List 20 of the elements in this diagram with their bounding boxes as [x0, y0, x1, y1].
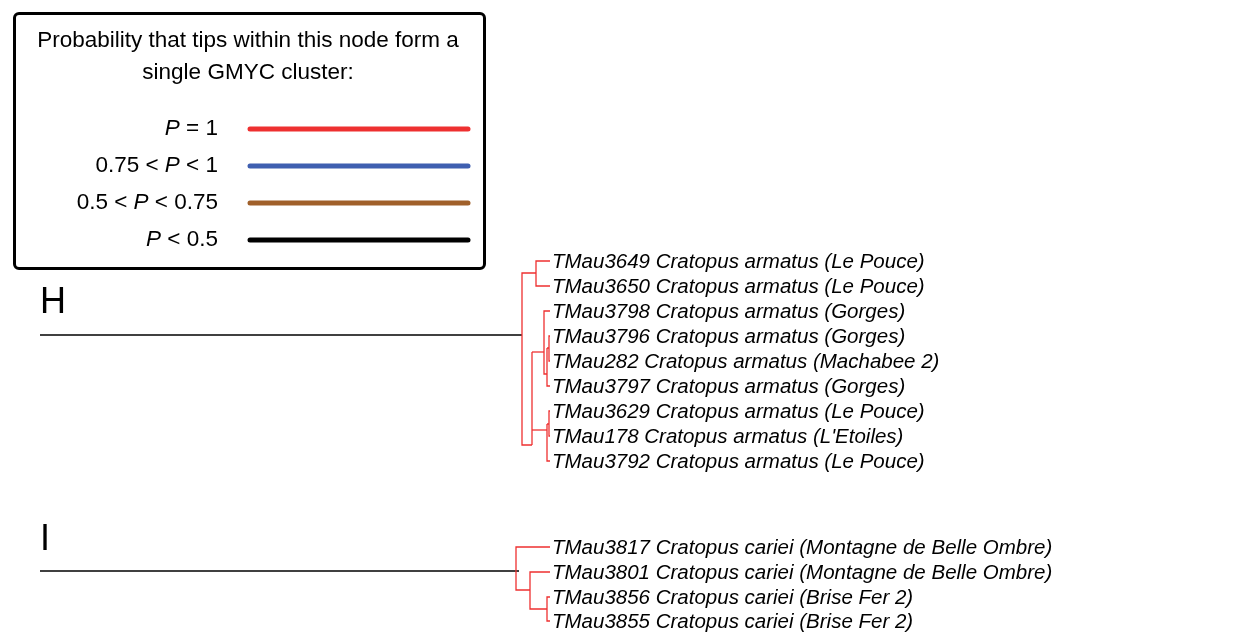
taxon-label: TMau3856 Cratopus cariei (Brise Fer 2) — [552, 586, 914, 608]
taxon-label: TMau3798 Cratopus armatus (Gorges) — [552, 300, 906, 322]
taxon-label: TMau3855 Cratopus cariei (Brise Fer 2) — [552, 610, 914, 632]
legend-label: 0.75 < P < 1 — [95, 152, 218, 178]
legend-label: P = 1 — [164, 115, 218, 141]
taxon-label: TMau3797 Cratopus armatus (Gorges) — [552, 375, 906, 397]
taxon-label: TMau282 Cratopus armatus (Machabee 2) — [552, 350, 940, 372]
taxon-label: TMau3792 Cratopus armatus (Le Pouce) — [552, 450, 925, 472]
taxon-label: TMau3796 Cratopus armatus (Gorges) — [552, 325, 906, 347]
clade-letter: I — [40, 517, 50, 559]
legend-label: 0.5 < P < 0.75 — [76, 189, 218, 215]
taxon-label: TMau178 Cratopus armatus (L'Etoiles) — [552, 425, 904, 447]
taxon-label: TMau3629 Cratopus armatus (Le Pouce) — [552, 400, 925, 422]
clade-letter: H — [40, 280, 66, 322]
taxon-label: TMau3801 Cratopus cariei (Montagne de Belle Ombre) — [552, 561, 1053, 583]
legend-title: Probability that tips within this node form a single GMYC cluster: — [36, 26, 460, 86]
taxon-label: TMau3817 Cratopus cariei (Montagne de Belle Ombre) — [552, 536, 1053, 558]
taxon-label: TMau3650 Cratopus armatus (Le Pouce) — [552, 275, 925, 297]
taxon-label: TMau3649 Cratopus armatus (Le Pouce) — [552, 250, 925, 272]
legend-label: P < 0.5 — [146, 226, 218, 252]
